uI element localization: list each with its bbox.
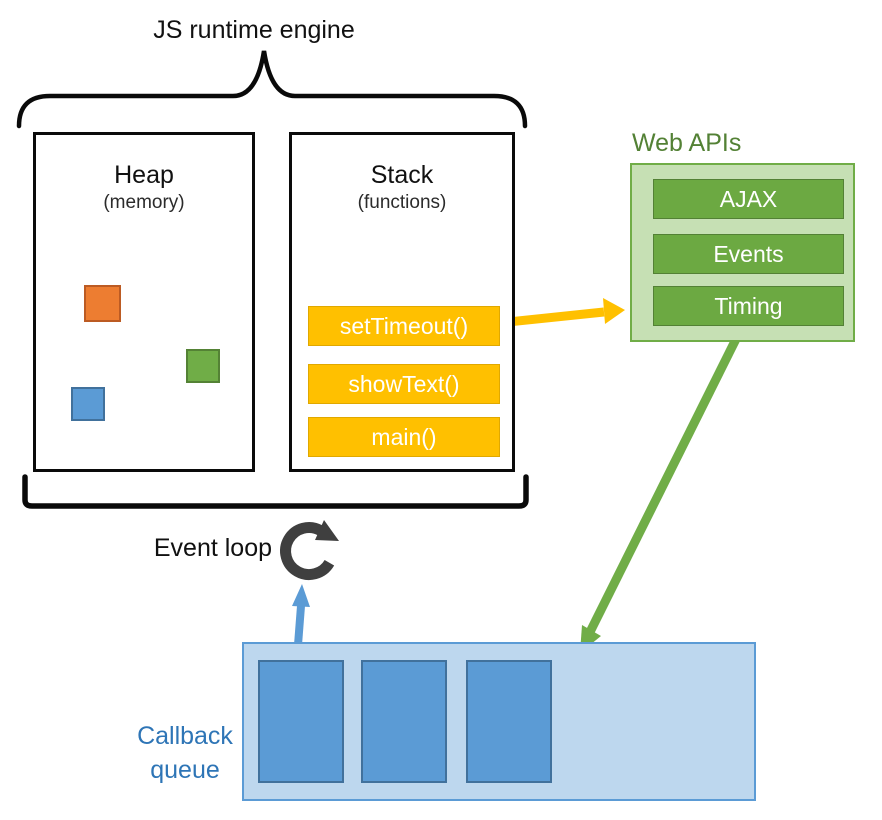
top-curly-brace <box>16 50 528 129</box>
callback-queue-item <box>466 660 552 783</box>
stack-frame-main: main() <box>308 417 500 457</box>
webapi-item-ajax: AJAX <box>653 179 844 219</box>
heap-title: Heap <box>114 161 174 189</box>
heap-object-blue <box>71 387 105 421</box>
heap-box: Heap (memory) <box>33 132 255 472</box>
webapi-item-timing: Timing <box>653 286 844 326</box>
arrow-settimeout-to-webapis <box>497 298 625 328</box>
webapis-box: AJAX Events Timing <box>630 163 855 342</box>
webapis-title: Web APIs <box>632 129 742 157</box>
bottom-bracket <box>22 474 529 509</box>
callback-queue-box <box>242 642 756 801</box>
webapi-item-events: Events <box>653 234 844 274</box>
callback-queue-item <box>361 660 447 783</box>
stack-box: Stack (functions) setTimeout() showText(… <box>289 132 515 472</box>
stack-frame-showtext: showText() <box>308 364 500 404</box>
stack-frame-settimeout: setTimeout() <box>308 306 500 346</box>
arrow-timing-to-queue <box>580 320 749 653</box>
diagram-title: JS runtime engine <box>153 16 355 44</box>
callback-queue-label: Callback queue <box>137 722 233 784</box>
stack-subtitle: (functions) <box>357 192 447 213</box>
heap-subtitle: (memory) <box>103 192 185 213</box>
event-loop-label: Event loop <box>153 534 272 562</box>
heap-object-orange <box>84 285 121 322</box>
callback-queue-item <box>258 660 344 783</box>
stack-title: Stack <box>370 161 434 189</box>
heap-object-green <box>186 349 220 383</box>
event-loop-icon <box>280 520 339 581</box>
